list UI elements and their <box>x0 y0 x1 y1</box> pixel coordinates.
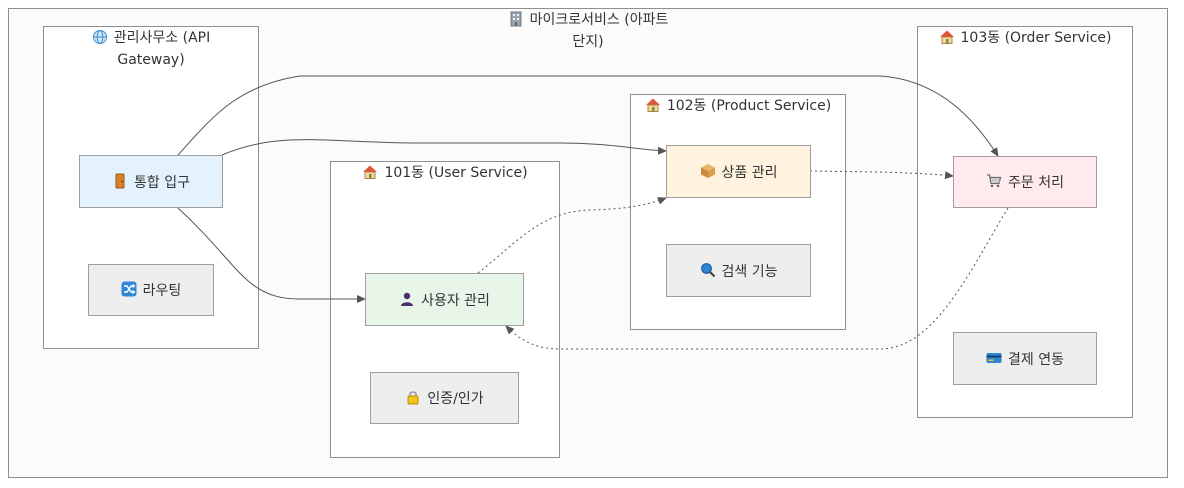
card-icon <box>986 350 1002 366</box>
door-icon <box>112 173 128 189</box>
node-order-proc-label: 주문 처리 <box>1008 175 1064 191</box>
cart-icon <box>986 173 1002 189</box>
magnifier-icon <box>700 262 716 278</box>
edge-product-to-order <box>809 170 954 180</box>
edge-user-to-product <box>477 197 667 274</box>
node-payment[interactable]: 결제 연동 <box>953 332 1097 385</box>
node-user-mgmt[interactable]: 사용자 관리 <box>365 273 524 326</box>
node-search-label: 검색 기능 <box>721 263 778 280</box>
node-auth[interactable]: 인증/인가 <box>370 372 519 424</box>
edge-order-to-user <box>505 207 1009 350</box>
user-icon <box>399 291 415 307</box>
house-icon <box>362 164 378 180</box>
node-entry[interactable]: 통합 입구 <box>79 155 223 208</box>
outer-cluster-title: 마이크로서비스 (아파트 단지) <box>9 9 1167 53</box>
edge-entry-to-product <box>221 139 667 156</box>
package-icon <box>700 163 716 179</box>
node-search[interactable]: 검색 기능 <box>666 244 811 297</box>
globe-icon <box>92 29 108 45</box>
edge-entry-to-user <box>177 207 366 303</box>
house-icon <box>939 29 955 45</box>
node-product-mgmt-label: 상품 관리 <box>721 164 778 181</box>
node-routing[interactable]: 라우팅 <box>88 264 214 316</box>
node-user-mgmt-label: 사용자 관리 <box>421 292 490 309</box>
node-auth-label: 인증/인가 <box>427 391 484 407</box>
cluster-user-service-title: 101동 (User Service) <box>331 162 559 184</box>
shuffle-icon <box>121 281 137 297</box>
node-product-mgmt[interactable]: 상품 관리 <box>666 145 811 198</box>
node-routing-label: 라우팅 <box>142 283 182 299</box>
lock-icon <box>405 389 421 405</box>
node-payment-label: 결제 연동 <box>1008 351 1064 368</box>
node-order-proc[interactable]: 주문 처리 <box>953 156 1097 208</box>
edge-entry-to-order <box>177 75 999 157</box>
house-icon <box>645 97 661 113</box>
cluster-order-service-title: 103동 (Order Service) <box>918 27 1132 49</box>
node-entry-label: 통합 입구 <box>134 174 190 191</box>
building-icon <box>508 11 524 27</box>
cluster-product-service-title: 102동 (Product Service) <box>631 95 845 117</box>
cluster-api-gateway-title: 관리사무소 (API Gateway) <box>44 27 258 71</box>
